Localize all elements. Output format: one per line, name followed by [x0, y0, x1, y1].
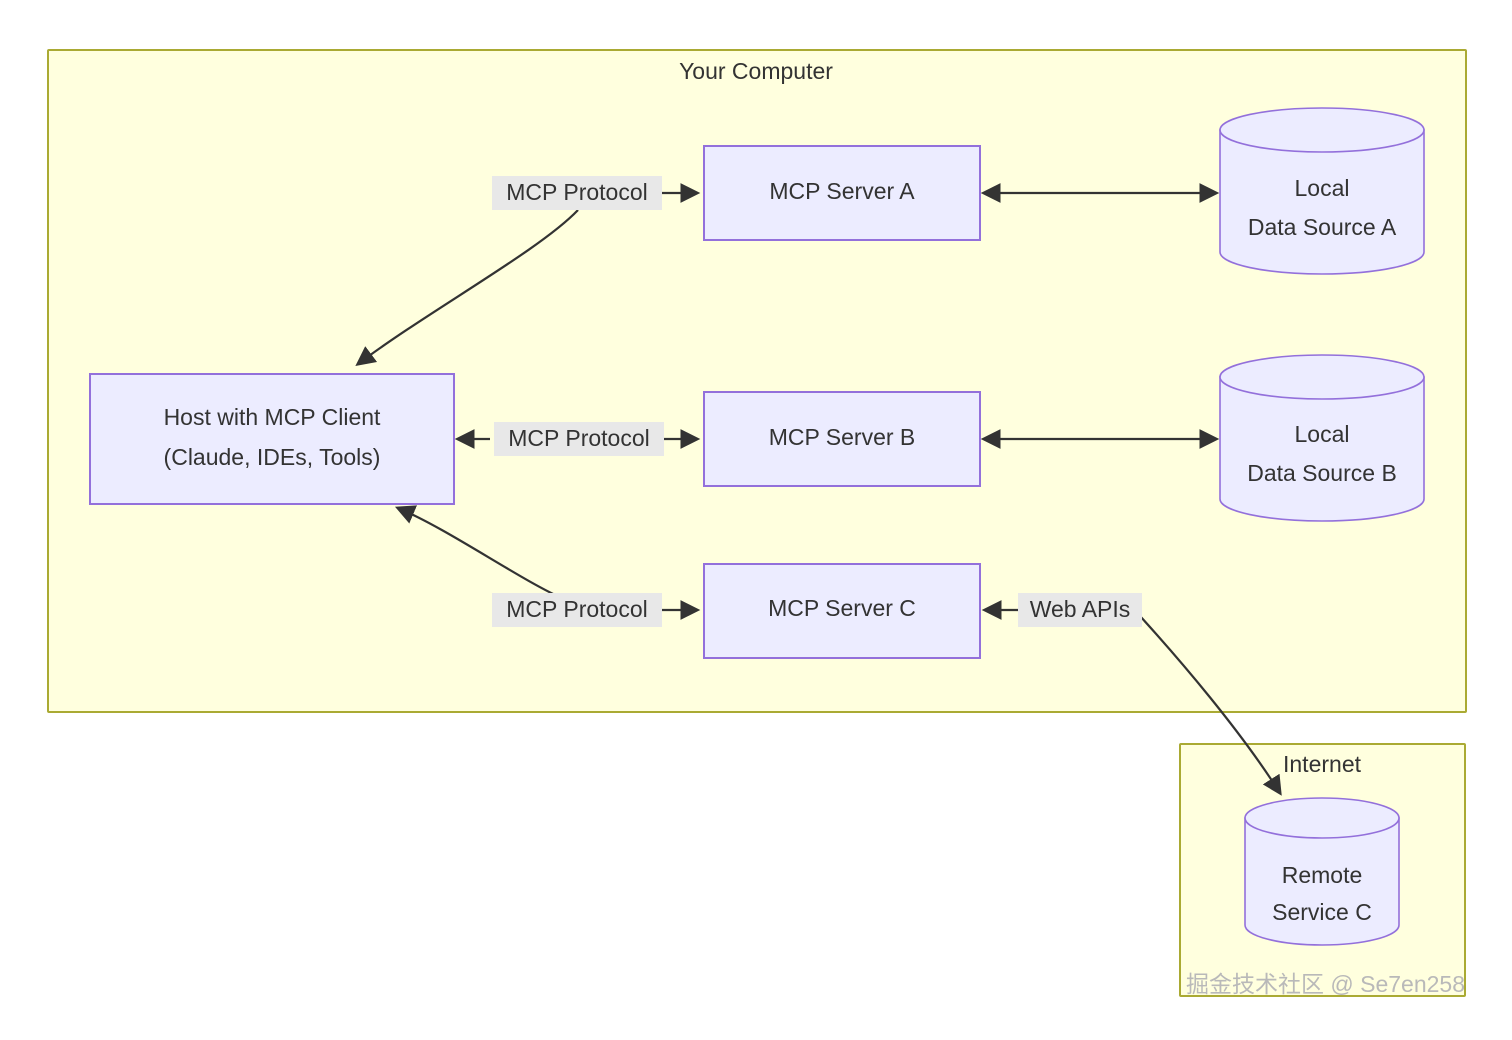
node-remote-c-body[interactable]: [1244, 817, 1400, 946]
node-source-a-label-line2: Data Source A: [1248, 214, 1397, 240]
edge-label-web-apis-text: Web APIs: [1030, 596, 1131, 622]
node-source-b[interactable]: Local Data Source B: [1219, 354, 1425, 522]
node-source-b-label-line2: Data Source B: [1247, 460, 1397, 486]
node-host-rect[interactable]: [89, 373, 455, 505]
edge-label-host-server-a-text: MCP Protocol: [506, 179, 647, 205]
edge-label-host-server-b-bg: [494, 422, 664, 456]
node-server-a[interactable]: MCP Server A: [703, 145, 981, 241]
node-server-a-rect[interactable]: [703, 145, 981, 241]
node-server-b-label: MCP Server B: [769, 424, 916, 450]
edge-label-web-apis: Web APIs: [1018, 593, 1142, 627]
node-source-b-label-line1: Local: [1295, 421, 1350, 447]
cluster-internet-label: Internet: [1283, 751, 1362, 777]
watermark-label: 掘金技术社区 @ Se7en258: [1186, 971, 1465, 997]
cluster-your-computer-label: Your Computer: [679, 58, 833, 84]
node-source-a[interactable]: Local Data Source A: [1219, 107, 1425, 275]
node-host-label-line2: (Claude, IDEs, Tools): [164, 444, 381, 470]
node-server-c[interactable]: MCP Server C: [703, 563, 981, 659]
node-host[interactable]: Host with MCP Client (Claude, IDEs, Tool…: [89, 373, 455, 505]
node-source-a-top: [1219, 107, 1425, 153]
node-remote-c[interactable]: Remote Service C: [1244, 797, 1400, 946]
edge-label-host-server-a-bg: [492, 176, 662, 210]
node-server-b[interactable]: MCP Server B: [703, 391, 981, 487]
node-source-b-top: [1219, 354, 1425, 400]
edge-label-host-server-a: MCP Protocol: [492, 176, 662, 210]
edge-label-host-server-c: MCP Protocol: [492, 593, 662, 627]
edge-server-c-remote-c: [981, 600, 1282, 796]
node-server-a-label: MCP Server A: [769, 178, 915, 204]
node-remote-c-label-line2: Service C: [1272, 899, 1372, 925]
cluster-your-computer: Your Computer: [47, 49, 1467, 713]
edge-label-host-server-b: MCP Protocol: [494, 422, 664, 456]
node-host-label-line1: Host with MCP Client: [164, 404, 381, 430]
edge-host-server-a-curve: [355, 209, 579, 366]
node-source-a-body[interactable]: [1219, 129, 1425, 275]
edge-label-host-server-c-bg: [492, 593, 662, 627]
edge-host-server-c-curve: [394, 505, 567, 602]
cluster-your-computer-rect: [47, 49, 1467, 713]
edge-host-server-c: [394, 505, 701, 620]
edge-label-host-server-c-text: MCP Protocol: [506, 596, 647, 622]
node-remote-c-label-line1: Remote: [1282, 862, 1363, 888]
node-server-c-label: MCP Server C: [768, 595, 916, 621]
node-source-b-body[interactable]: [1219, 376, 1425, 522]
edge-host-server-a: [355, 183, 701, 366]
node-server-c-rect[interactable]: [703, 563, 981, 659]
node-server-b-rect[interactable]: [703, 391, 981, 487]
node-source-a-label-line1: Local: [1295, 175, 1350, 201]
edge-label-host-server-b-text: MCP Protocol: [508, 425, 649, 451]
edge-label-web-apis-bg: [1018, 593, 1142, 627]
node-remote-c-top: [1244, 797, 1400, 839]
edge-server-c-remote-c-curve: [1139, 615, 1282, 796]
